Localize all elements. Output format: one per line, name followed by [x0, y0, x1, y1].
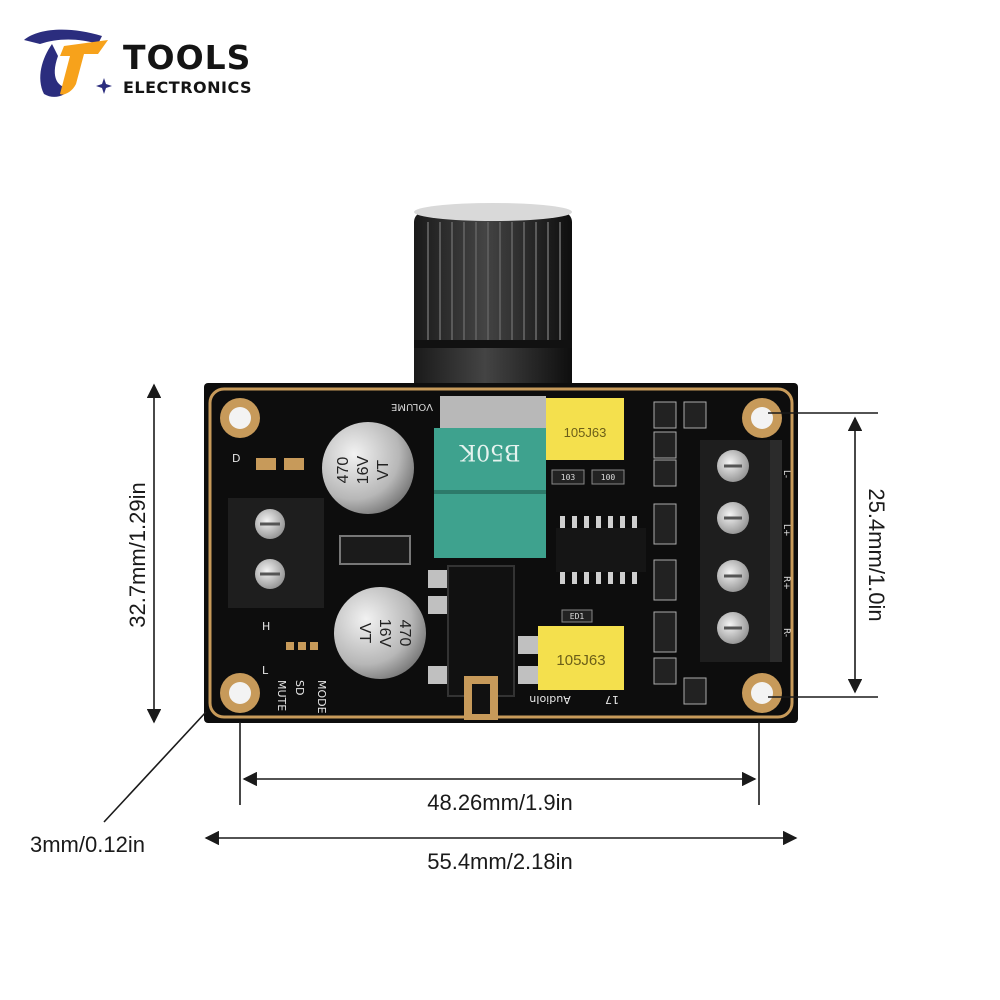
- capacitor-top: 470 16V VT: [322, 422, 414, 514]
- svg-text:103: 103: [561, 473, 576, 482]
- svg-text:16V: 16V: [355, 455, 372, 484]
- dimension-width-holes: 48.26mm/1.9in: [427, 790, 573, 815]
- audio-jack: [447, 565, 515, 720]
- svg-text:SD: SD: [293, 680, 306, 695]
- speaker-terminal: L- L+ R+ R-: [700, 440, 791, 662]
- svg-text:105J63: 105J63: [564, 425, 607, 440]
- film-capacitor-top: 105J63: [546, 398, 624, 460]
- brand-subtitle: ELECTRONICS: [123, 78, 253, 97]
- output-smd-column: [653, 401, 707, 705]
- svg-text:L: L: [262, 664, 269, 677]
- svg-text:470: 470: [396, 620, 413, 647]
- svg-text:105J63: 105J63: [556, 652, 605, 669]
- dimension-height-holes: 25.4mm/1.0in: [864, 488, 889, 622]
- dimension-height-outer: 32.7mm/1.29in: [125, 482, 150, 628]
- svg-text:MODE: MODE: [315, 680, 328, 714]
- svg-text:ED1: ED1: [570, 612, 585, 621]
- power-terminal: [228, 498, 324, 608]
- svg-text:L+: L+: [781, 524, 791, 537]
- svg-text:100: 100: [601, 473, 616, 482]
- dimension-width-outer: 55.4mm/2.18in: [427, 849, 573, 874]
- svg-text:470: 470: [335, 457, 352, 484]
- brand-logo-icon: [24, 29, 112, 97]
- capacitor-bottom: 470 16V VT: [334, 587, 426, 679]
- diode: [339, 535, 411, 565]
- pot-label: B50K: [459, 439, 520, 464]
- dimension-lines: [103, 383, 878, 846]
- svg-text:D: D: [232, 452, 240, 465]
- svg-text:R-: R-: [781, 628, 791, 637]
- amplifier-ic: [556, 516, 646, 584]
- volume-label: VOLUME: [391, 401, 433, 412]
- svg-text:MUTE: MUTE: [275, 680, 288, 711]
- svg-text:16V: 16V: [376, 619, 393, 648]
- svg-text:H: H: [262, 620, 270, 633]
- svg-text:VT: VT: [356, 623, 373, 644]
- film-capacitor-bottom: 105J63: [538, 626, 624, 690]
- dimension-hole-diameter: 3mm/0.12in: [30, 832, 145, 857]
- svg-text:R+: R+: [781, 576, 791, 590]
- brand-title: TOOLS: [123, 38, 252, 77]
- svg-text:VT: VT: [375, 460, 392, 481]
- svg-text:L-: L-: [781, 470, 791, 478]
- silkscreen-labels: MODE SD MUTE H L D AudioIn 17: [232, 452, 619, 714]
- smd-components: 103 100 ED1: [256, 458, 625, 684]
- mounting-holes: [220, 398, 782, 713]
- potentiometer: B50K: [434, 396, 546, 558]
- volume-knob: [414, 203, 572, 396]
- svg-text:17: 17: [605, 693, 619, 706]
- svg-text:AudioIn: AudioIn: [529, 693, 571, 706]
